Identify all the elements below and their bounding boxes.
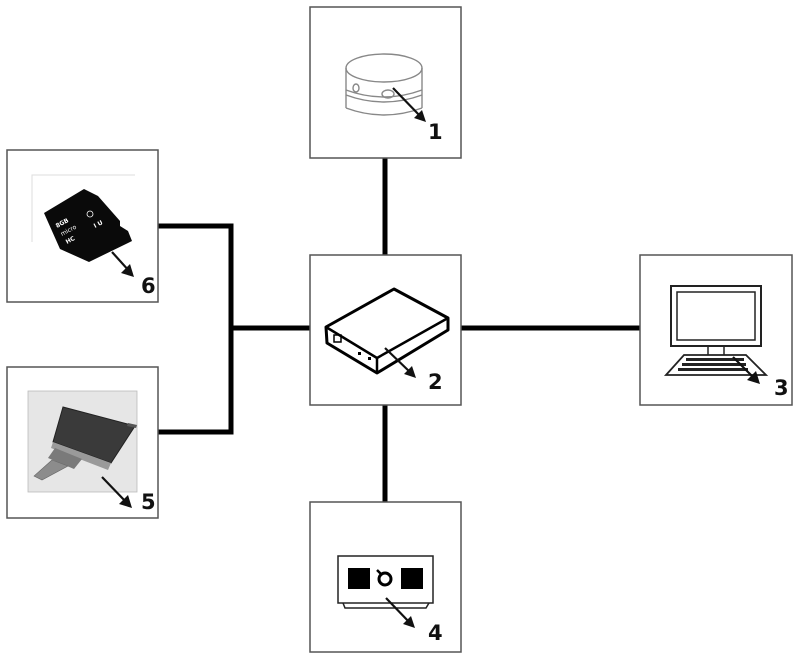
node-3-frame <box>639 254 793 406</box>
sd-class-text: HC <box>65 235 77 246</box>
round-sensor-puck-icon <box>345 53 423 116</box>
connectors <box>155 155 643 505</box>
lcd-display-module-icon <box>27 390 138 493</box>
node-6[interactable]: 8GB micro HC I U 6 <box>6 149 159 303</box>
node-6-label: 6 <box>141 274 156 298</box>
control-box-icon <box>324 287 450 375</box>
node-5[interactable]: 5 <box>6 366 159 519</box>
node-4-label: 4 <box>428 621 443 645</box>
node-5-label: 5 <box>141 490 156 514</box>
computer-icon <box>663 285 769 376</box>
circuit-module-icon <box>337 555 434 609</box>
connector-bus-5-6 <box>155 223 234 435</box>
micro-sd-card-icon: 8GB micro HC I U <box>44 189 132 262</box>
node-2[interactable]: 2 <box>309 254 462 406</box>
node-1-label: 1 <box>428 120 443 144</box>
node-1[interactable]: 1 <box>309 6 462 159</box>
node-2-frame <box>309 254 462 406</box>
sd-speed-text: I U <box>93 219 105 230</box>
node-3-label: 3 <box>774 376 789 400</box>
node-3[interactable]: 3 <box>639 254 793 406</box>
node-2-label: 2 <box>428 370 443 394</box>
node-4[interactable]: 4 <box>309 501 462 653</box>
